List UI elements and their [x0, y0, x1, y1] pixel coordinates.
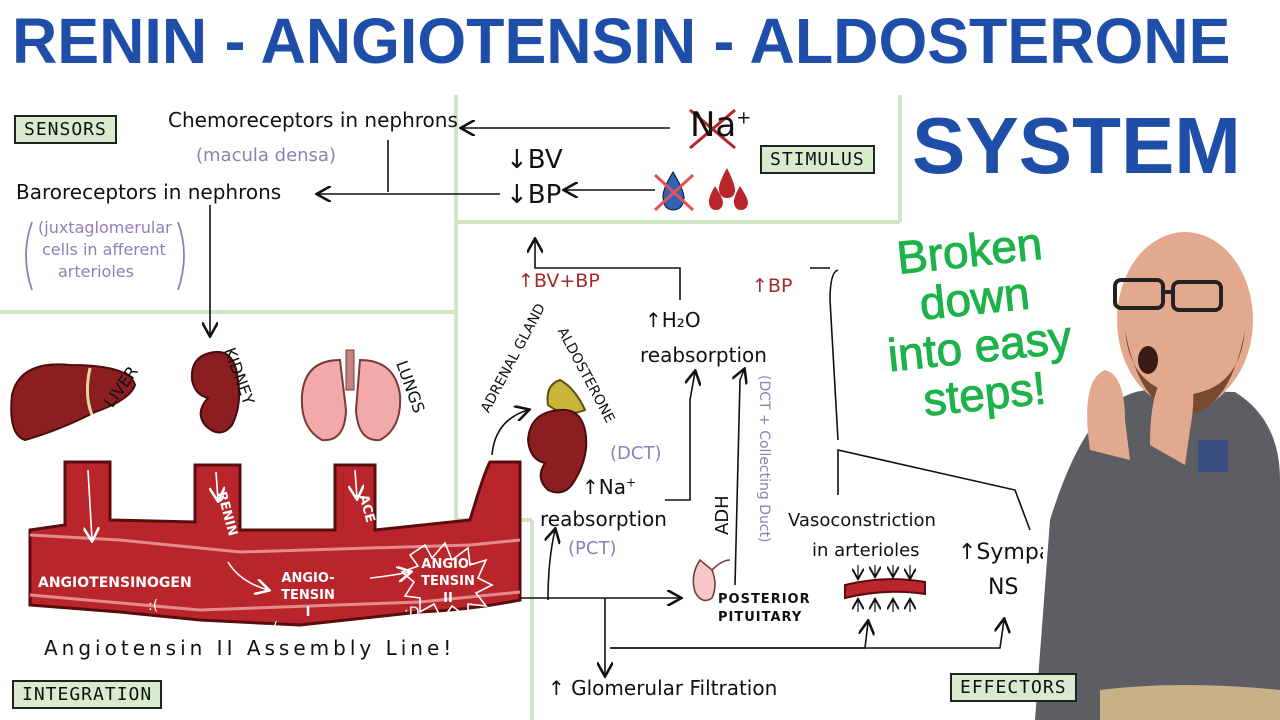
pct-note: (PCT): [568, 538, 617, 559]
section-label-stimulus: STIMULUS: [760, 145, 875, 174]
posterior-label: POSTERIOR: [718, 592, 811, 607]
low-bv-label: ↓BV: [506, 145, 563, 175]
callout-text: Broken down into easy steps!: [885, 216, 1075, 426]
effector-arrows: [520, 240, 1031, 675]
blood-drop-icon-1: [718, 168, 735, 198]
lungs-icon: [300, 349, 402, 442]
assembly-line-caption: Angiotensin II Assembly Line!: [44, 636, 456, 660]
angiotensinogen-label: ANGIOTENSINOGEN: [38, 575, 192, 591]
person-photo: [1035, 232, 1280, 720]
pituitary-icon: [692, 558, 731, 602]
sodium-stimulus: Na+: [690, 105, 752, 145]
sodium-reabsorption: reabsorption: [540, 507, 667, 531]
blood-vessel: [28, 460, 522, 627]
bp-increase: ↑BP: [752, 275, 793, 297]
glomerular-filtration-label: ↑ Glomerular Filtration: [548, 676, 778, 700]
bracket-left: [25, 221, 33, 291]
jg-note-3: arterioles: [58, 262, 134, 281]
stimulus-arrows: [210, 128, 670, 335]
adh-label: ADH: [712, 495, 733, 535]
arterioles-label: in arterioles: [812, 540, 920, 561]
happy-face: :D: [404, 605, 420, 621]
section-label-sensors: SENSORS: [14, 115, 117, 144]
na-cross-2: [689, 108, 736, 150]
sodium-increase: ↑Na+: [582, 475, 637, 499]
sad-face-1: :(: [148, 598, 158, 614]
baroreceptors-label: Baroreceptors in nephrons: [16, 180, 282, 204]
water-increase: ↑H₂O: [645, 308, 701, 332]
kidney-icon: [190, 350, 241, 434]
jg-note-1: (juxtaglomerular: [38, 218, 172, 237]
section-label-effectors: EFFECTORS: [950, 673, 1077, 702]
sympathetic-label: ↑Sympathetic: [958, 540, 1043, 565]
macula-densa-note: (macula densa): [196, 145, 336, 166]
dct-note: (DCT): [610, 443, 662, 464]
section-label-integration: INTEGRATION: [12, 680, 163, 709]
liver-icon: [10, 363, 137, 442]
sad-face-2: :(: [268, 620, 278, 636]
bv-bp-increase: ↑BV+BP: [518, 270, 600, 292]
vasoconstriction-label: Vasoconstriction: [788, 510, 936, 531]
jg-note-2: cells in afferent: [42, 240, 166, 259]
vessel-to-adrenal-arrow: [491, 410, 528, 456]
dct-collecting-duct-note: (DCT + Collecting Duct): [756, 375, 772, 543]
chemoreceptors-label: Chemoreceptors in nephrons: [168, 108, 458, 132]
arteriole-icon: [844, 565, 926, 612]
low-bp-label: ↓BP: [506, 180, 562, 210]
blood-drop-icon-2: [708, 186, 723, 210]
ns-label: NS: [988, 575, 1019, 600]
adrenal-kidney-icon: [526, 378, 588, 494]
bracket-right: [177, 221, 185, 291]
blood-drop-icon-3: [733, 186, 748, 210]
title-line-2: SYSTEM: [912, 101, 1241, 190]
title-line-1: RENIN - ANGIOTENSIN - ALDOSTERONE: [12, 5, 1231, 77]
water-reabsorption: reabsorption: [640, 343, 767, 367]
pituitary-label: PITUITARY: [718, 610, 803, 625]
